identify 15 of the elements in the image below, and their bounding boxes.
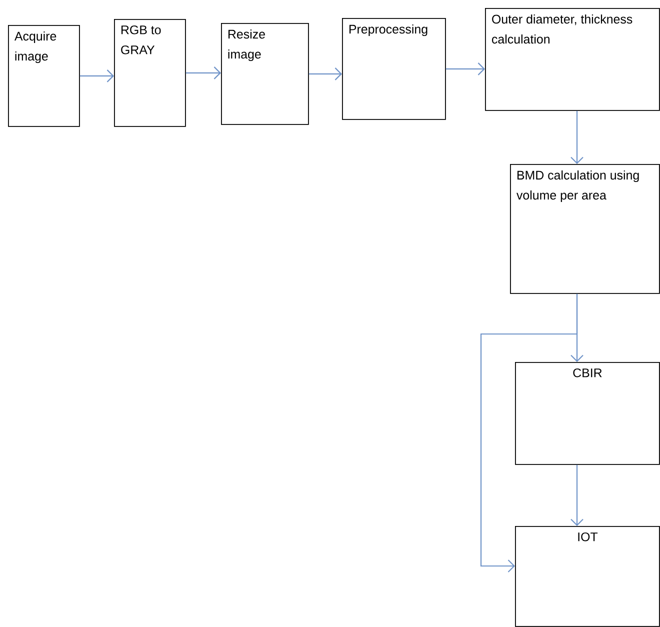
process-box: Outer diameter, thickness calculation xyxy=(485,8,660,111)
process-box: Preprocessing xyxy=(342,18,446,120)
arrow xyxy=(186,66,221,80)
arrow xyxy=(308,68,342,80)
arrow xyxy=(446,62,485,76)
arrow xyxy=(570,464,584,526)
process-box: Acquire image xyxy=(8,25,80,127)
process-box: RGB to GRAY xyxy=(114,19,186,127)
arrow xyxy=(80,70,114,82)
process-box: CBIR xyxy=(515,362,660,465)
arrow xyxy=(570,110,584,164)
process-box: Resize image xyxy=(221,23,309,125)
process-box: IOT xyxy=(515,526,660,627)
arrow xyxy=(480,294,578,572)
process-box: BMD calculation using volume per area xyxy=(510,164,660,294)
